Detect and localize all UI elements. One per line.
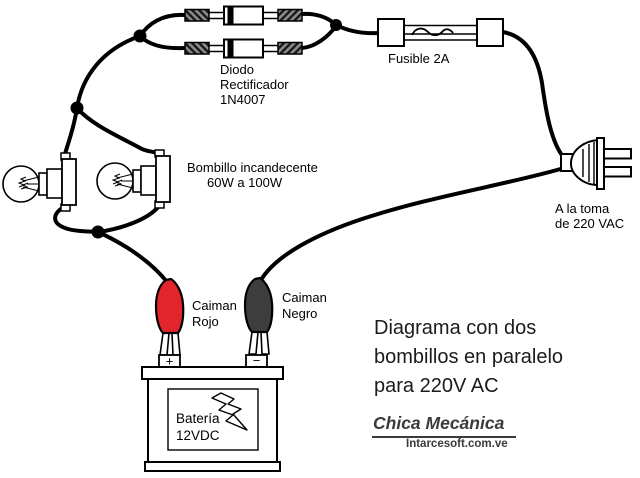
- junction-dot: [70, 101, 84, 115]
- junction-dot: [91, 225, 105, 239]
- red-clip: [154, 277, 185, 356]
- website-text: Intarcesoft.com.ve: [406, 438, 508, 450]
- bulb-2: [96, 149, 171, 209]
- diagram-caption: Diagrama con dos bombillos en paralelo p…: [374, 314, 563, 401]
- junction-dots: [70, 19, 342, 239]
- diode-1: [184, 5, 303, 26]
- fuse-label: Fusible 2A: [388, 51, 450, 66]
- bulb-1: [2, 152, 77, 212]
- black-clip-label-line2: Negro: [282, 306, 318, 321]
- battery-label-line1: Batería: [176, 411, 220, 426]
- diode-label-line1: Diodo: [220, 62, 254, 77]
- caption-line3: para 220V AC: [374, 375, 499, 397]
- wire-fuse-to-plug: [501, 30, 566, 160]
- red-clip-label-line1: Caiman: [192, 298, 237, 313]
- bulb-label: Bombillo incandecente 60W a 100W: [187, 160, 318, 190]
- fuse-filament: [411, 27, 454, 37]
- diode-2: [184, 38, 303, 59]
- wire-junction-to-fuse: [334, 23, 381, 36]
- bulb-label-line1: Bombillo incandecente: [187, 160, 318, 175]
- junction-dot: [330, 19, 342, 31]
- battery-label: Batería 12VDC: [176, 410, 220, 444]
- wire-junction-to-redclip: [96, 230, 169, 284]
- caption-line2: bombillos en paralelo: [374, 346, 564, 368]
- bulb-label-line2: 60W a 100W: [207, 175, 283, 190]
- wire-diodes-to-bulb1: [62, 34, 142, 160]
- battery-plus-sign: +: [166, 354, 174, 369]
- diode-label-line3: 1N4007: [220, 92, 266, 107]
- plug-icon: [560, 137, 632, 190]
- outlet-label-line2: de 220 VAC: [555, 216, 625, 231]
- junction-dot: [133, 29, 147, 43]
- lightning-bolt-icon: [211, 392, 248, 431]
- fuse: [377, 18, 504, 47]
- black-clip-label: Caiman Negro: [282, 290, 327, 322]
- black-clip-label-line1: Caiman: [282, 290, 327, 305]
- wire-plug-to-blackclip: [259, 166, 566, 282]
- red-clip-label-line2: Rojo: [192, 314, 219, 329]
- outlet-label: A la toma de 220 VAC: [555, 201, 624, 231]
- diode-label-line2: Rectificador: [220, 77, 289, 92]
- red-clip-label: Caiman Rojo: [192, 298, 237, 330]
- wire-junction-to-diode1: [138, 12, 186, 38]
- wire-diode2-to-fusejunction: [300, 24, 338, 50]
- battery-minus-sign: −: [253, 353, 261, 368]
- battery-label-line2: 12VDC: [176, 428, 220, 443]
- caption-line1: Diagrama con dos: [374, 317, 537, 339]
- wire-junction-to-diode2: [138, 34, 186, 51]
- wires: [53, 11, 566, 284]
- wire-bulb1-to-clipjunction: [53, 205, 100, 234]
- brand-signature: Chica Mecánica: [372, 413, 517, 438]
- outlet-label-line1: A la toma: [555, 201, 610, 216]
- wire-branch-to-bulb2: [75, 106, 162, 158]
- black-clip: [243, 276, 274, 355]
- battery: + −: [141, 353, 284, 472]
- wire-bulb2-to-clipjunction: [96, 204, 161, 234]
- diode-label: Diodo Rectificador 1N4007: [220, 62, 289, 107]
